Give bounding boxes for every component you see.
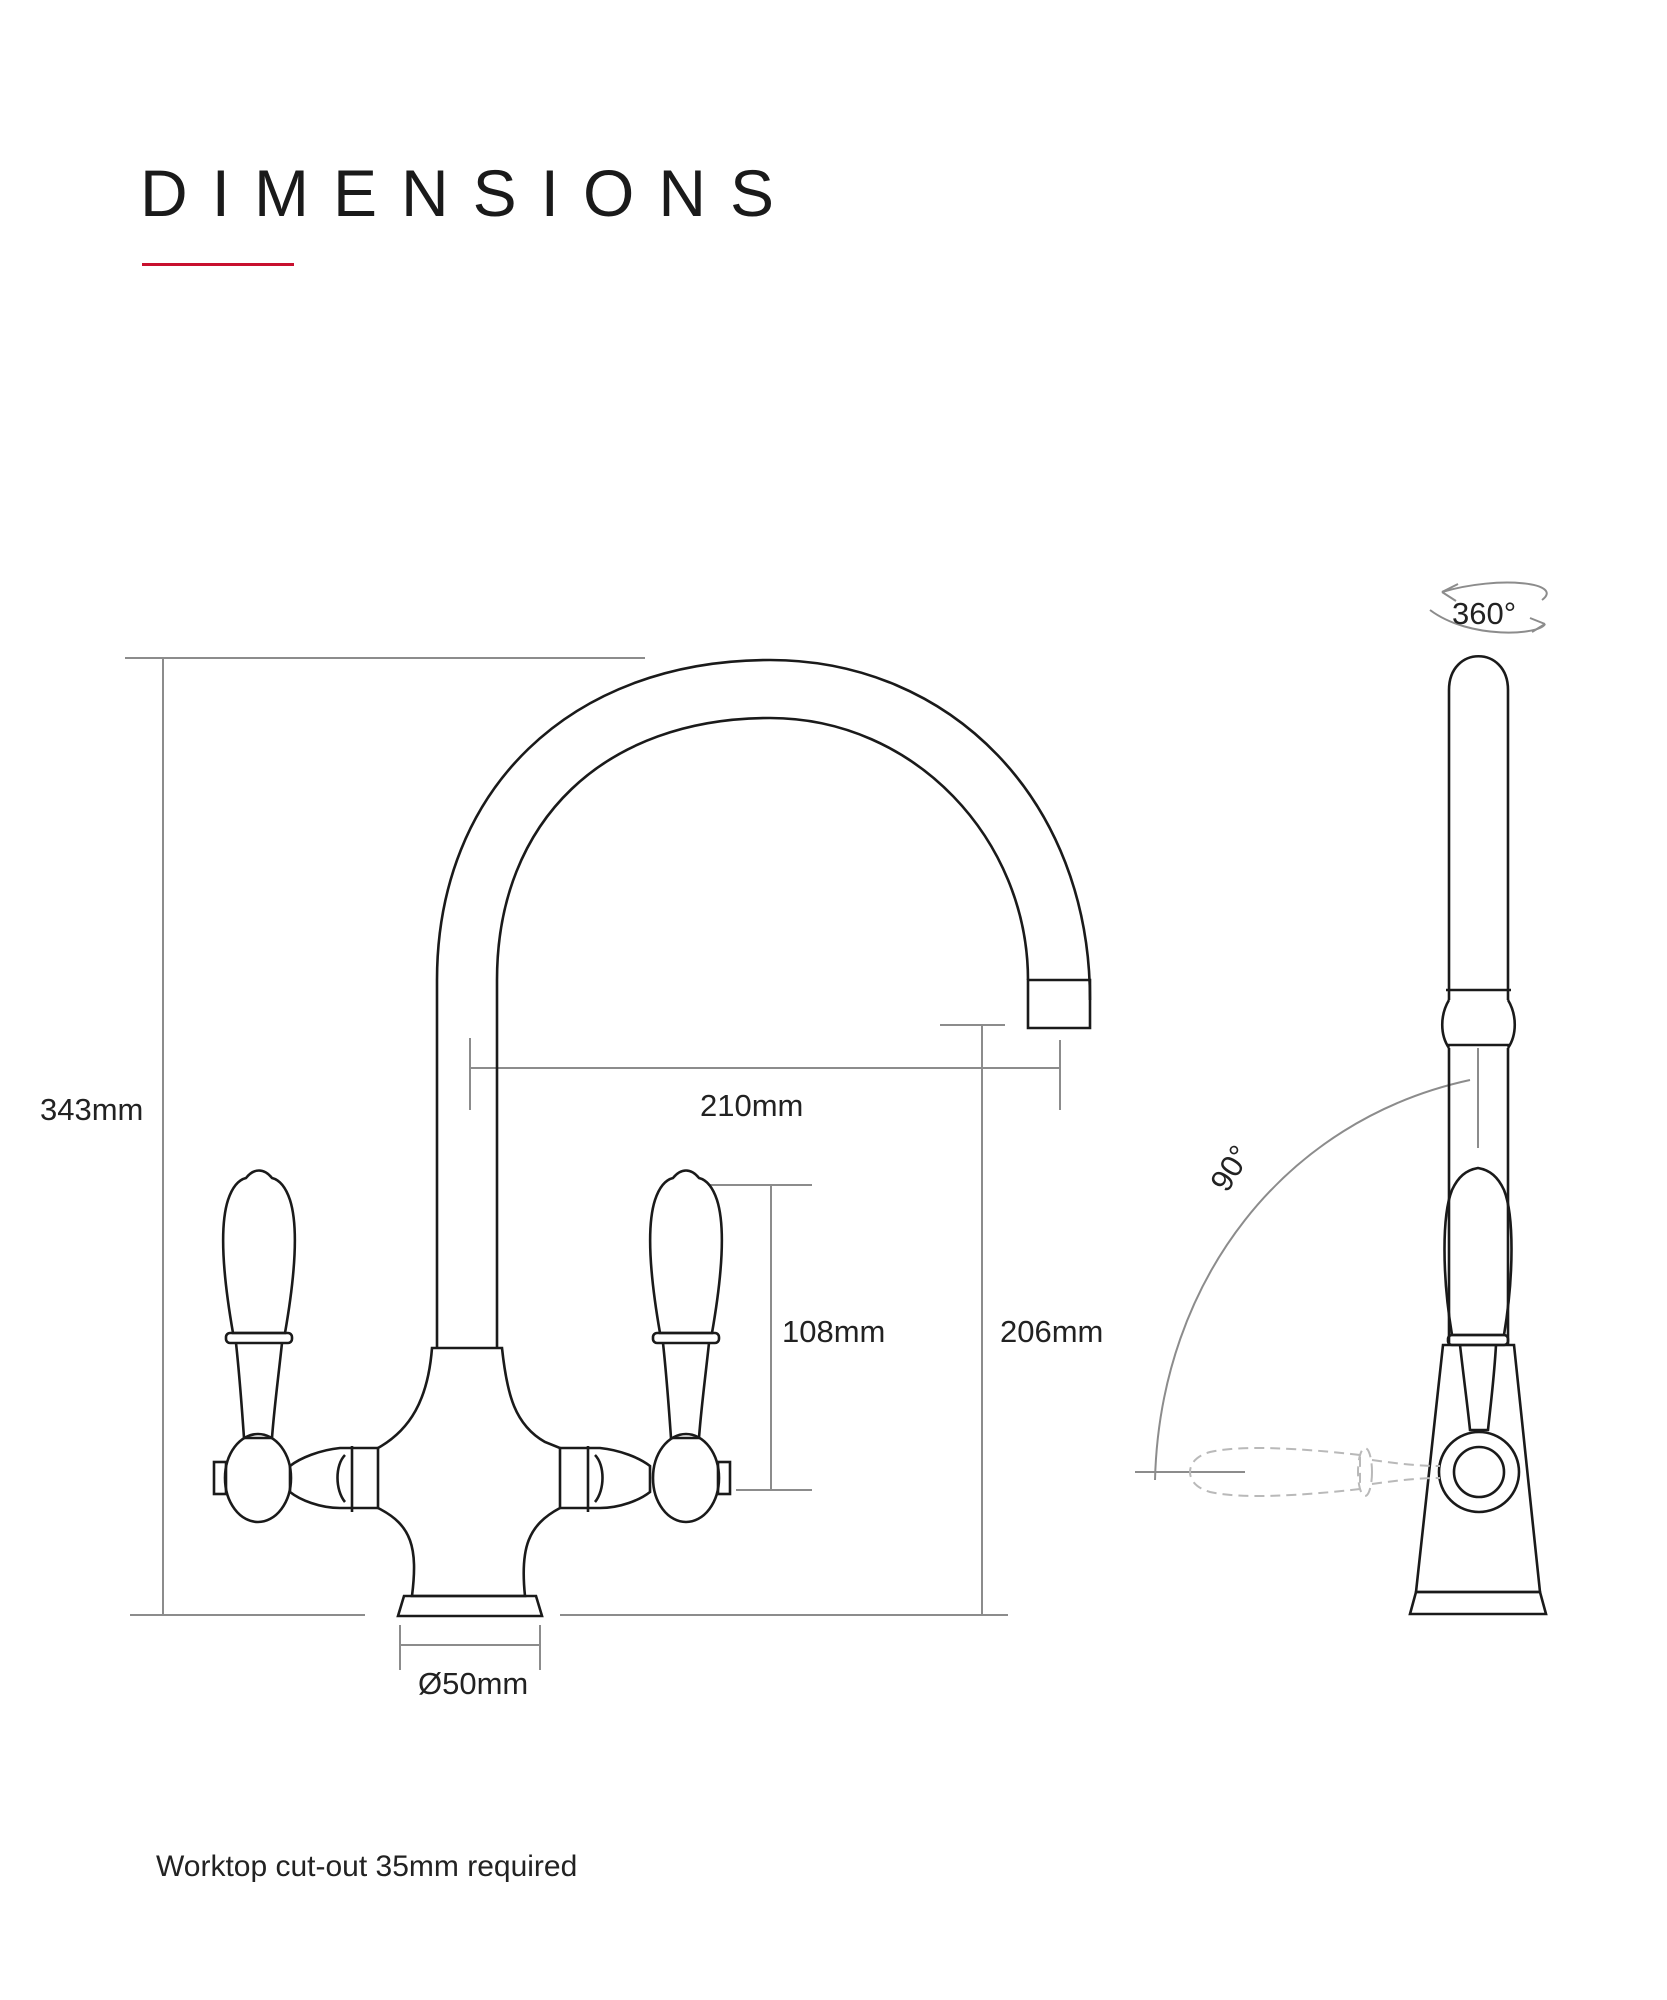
ghost-lever-stem — [1371, 1459, 1441, 1485]
right-valve-cap — [716, 1460, 732, 1496]
worktop-note: Worktop cut-out 35mm required — [156, 1850, 578, 1883]
left-valve-collar — [336, 1446, 354, 1512]
ghost-lever-collar — [1357, 1447, 1373, 1497]
side-valve-ring-inner — [1452, 1445, 1506, 1499]
right-valve-housing — [560, 1446, 652, 1510]
handle-height-label: 108mm — [782, 1314, 886, 1349]
swivel-rotation-label: 360° — [1452, 596, 1517, 631]
side-lever-stem — [1458, 1344, 1498, 1432]
side-lever-collar — [1446, 1333, 1510, 1347]
spout-nozzle — [1026, 978, 1092, 1030]
swivel-arrow-head-right — [1529, 617, 1546, 633]
left-valve-cap — [212, 1460, 228, 1496]
side-lever-handle — [1443, 1166, 1513, 1337]
side-valve-ring-outer — [1437, 1430, 1521, 1514]
side-tap-base — [1408, 1590, 1548, 1616]
tap-front-view — [212, 658, 1092, 1618]
page-title: DIMENSIONS — [140, 156, 799, 230]
tap-side-view — [1408, 655, 1548, 1616]
right-lever-stem — [661, 1342, 711, 1440]
right-lever-collar — [651, 1331, 721, 1345]
title-underline — [142, 263, 294, 266]
left-valve-knob — [223, 1432, 293, 1524]
spout-outer-curve — [435, 658, 1092, 1347]
total-height-label: 343mm — [40, 1092, 144, 1127]
side-lever-ghost — [1188, 1447, 1441, 1497]
left-lever-handle — [221, 1169, 297, 1335]
base-diameter-label: Ø50mm — [418, 1666, 529, 1701]
right-valve-collar — [586, 1446, 604, 1512]
left-lever-stem — [234, 1342, 284, 1440]
right-lever-handle — [648, 1169, 724, 1335]
left-valve-housing — [288, 1446, 378, 1510]
right-valve-knob — [651, 1432, 721, 1524]
lever-rotation-arc — [1154, 1079, 1471, 1481]
side-spout-column — [1447, 655, 1510, 1000]
dimension-lines — [125, 657, 1061, 1670]
spout-inner-curve — [495, 716, 1030, 1347]
side-tap-body — [1414, 1343, 1542, 1594]
ghost-lever-handle — [1188, 1447, 1361, 1497]
spout-clearance-label: 206mm — [1000, 1314, 1104, 1349]
left-lever-collar — [224, 1331, 294, 1345]
tap-body — [376, 1346, 562, 1598]
swivel-arrow-head-left — [1441, 583, 1459, 602]
spout-reach-label: 210mm — [700, 1088, 804, 1123]
side-spout-joint — [1440, 988, 1517, 1049]
tap-base — [396, 1594, 544, 1618]
